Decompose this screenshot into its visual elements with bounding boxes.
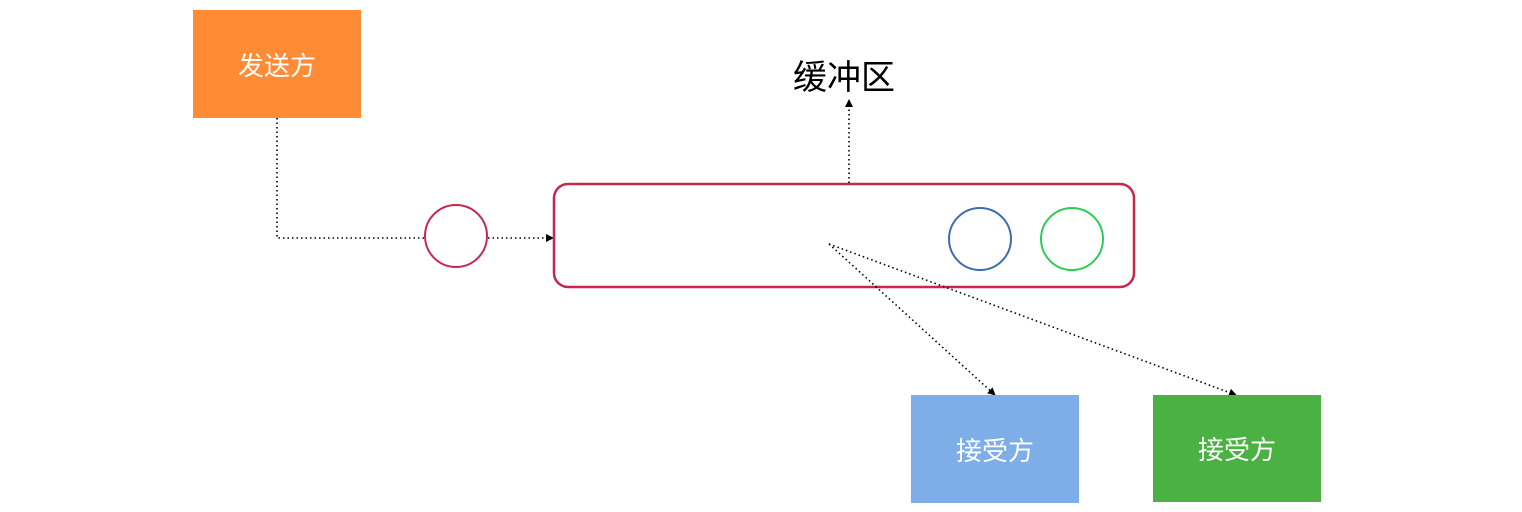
receiver-node-1: 接受方 <box>911 395 1079 503</box>
in-transit-message-circle <box>424 204 488 268</box>
buffer-label: 缓冲区 <box>793 58 895 98</box>
queued-message-circle-green <box>1040 207 1104 271</box>
buffer-to-receiver-2-arrow <box>828 243 1237 397</box>
sender-node: 发送方 <box>193 10 361 118</box>
receiver-node-2: 接受方 <box>1153 395 1321 502</box>
queued-message-circle-blue <box>948 207 1012 271</box>
sender-label: 发送方 <box>237 51 316 82</box>
receiver-1-label: 接受方 <box>955 436 1034 467</box>
sender-to-buffer-connector <box>276 118 424 239</box>
receiver-2-label: 接受方 <box>1197 436 1276 466</box>
buffer-to-receiver-1-arrow <box>828 243 996 396</box>
